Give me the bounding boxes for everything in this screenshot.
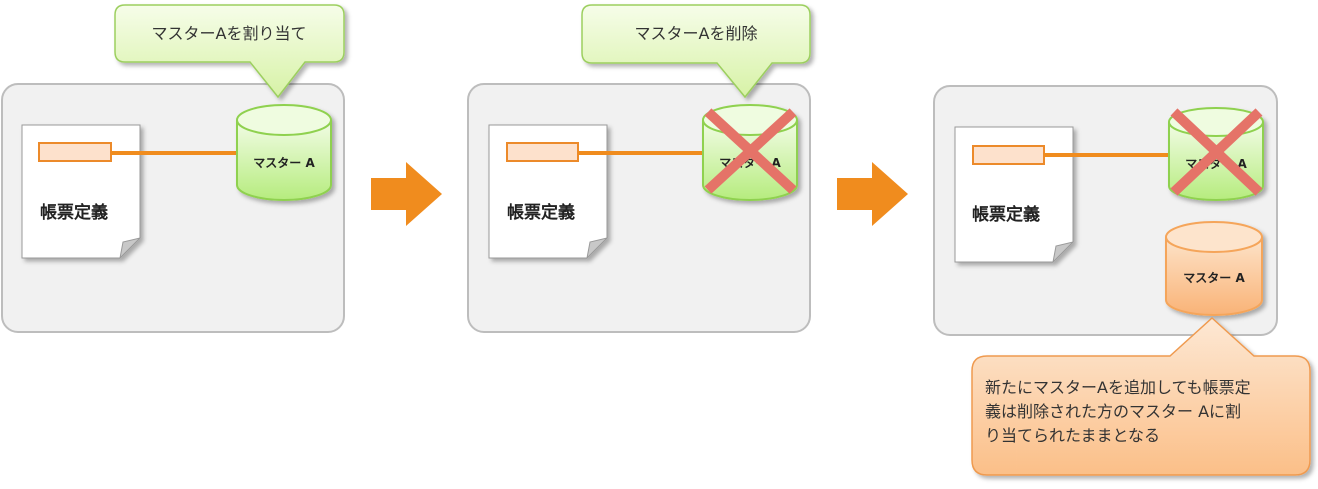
next-arrow-icon [371,162,442,226]
field-box [506,142,579,162]
note-line-1: 新たにマスターAを追加しても帳票定 [985,378,1251,397]
field-box [38,142,112,162]
new-master-a-database-icon [1165,221,1263,316]
callout-delete [581,4,811,99]
delete-x-icon [704,108,797,194]
document-label: 帳票定義 [972,204,1040,225]
step-2-panel: 帳票定義 マスター A マスターAを削除 [467,4,811,333]
next-arrow-icon [837,162,908,226]
callout-text: マスターAを削除 [635,24,758,43]
step-3-panel: 帳票定義 マスター A マスター A 新たにマスターAを追加しても帳票定 義は削… [933,85,1311,476]
callout-text: マスターAを割り当て [152,24,307,43]
document-label: 帳票定義 [507,202,575,223]
note-line-2: 義は削除された方のマスター Aに割 [985,402,1241,421]
step-1-panel: 帳票定義 マスター A マスターAを割り当て [1,4,345,333]
field-box [972,145,1045,165]
document-label: 帳票定義 [40,202,108,223]
master-a-database-icon [236,104,332,201]
callout-note [971,316,1311,476]
callout-assign [114,4,345,99]
new-master-label: マスター A [1183,271,1245,285]
note-line-3: り当てられたままとなる [985,426,1160,445]
master-label: マスター A [253,156,315,170]
delete-x-icon [1170,108,1263,196]
